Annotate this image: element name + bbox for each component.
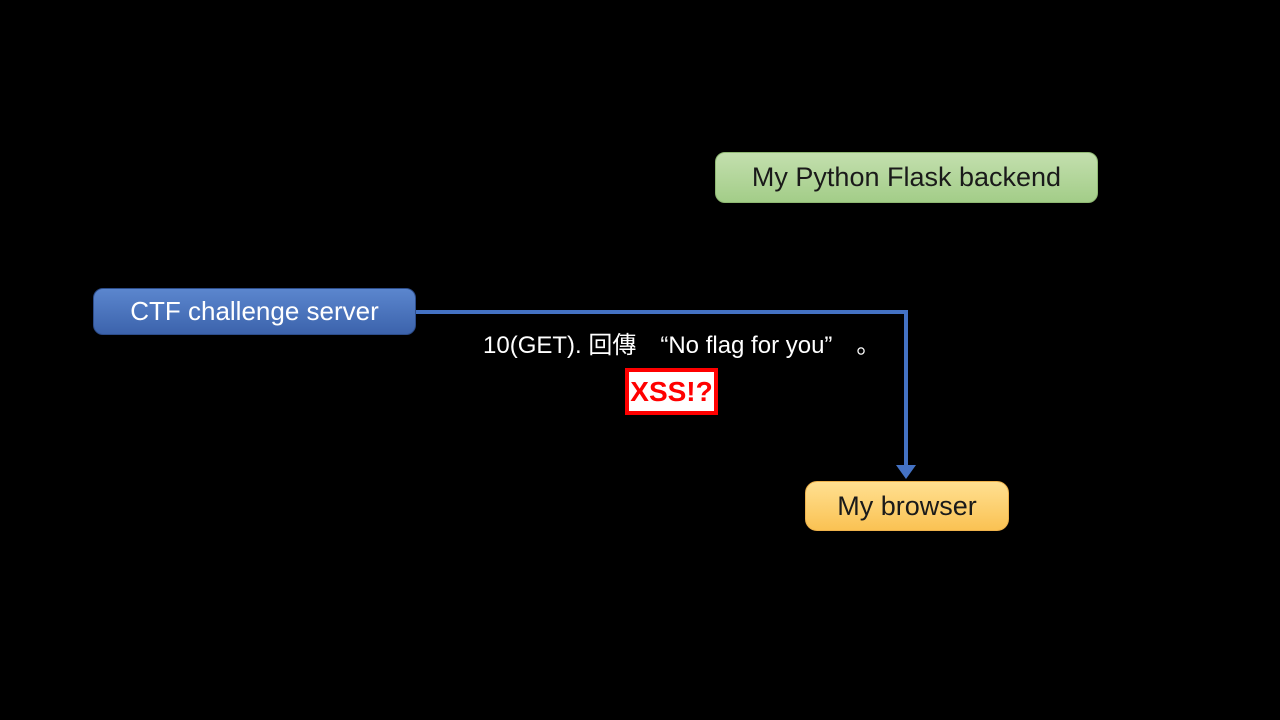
- flow-annotation-text: 10(GET). 回傳 “No flag for you” 。: [483, 332, 881, 359]
- node-ctf-server: CTF challenge server: [93, 288, 416, 335]
- xss-badge: XSS!?: [625, 368, 718, 415]
- node-flask-backend: My Python Flask backend: [715, 152, 1098, 203]
- node-my-browser: My browser: [805, 481, 1009, 531]
- connector-horizontal-line: [416, 310, 908, 314]
- connector-vertical-line: [904, 310, 908, 467]
- node-flask-backend-label: My Python Flask backend: [751, 162, 1062, 192]
- node-my-browser-label: My browser: [837, 490, 977, 521]
- node-ctf-server-label: CTF challenge server: [130, 296, 379, 326]
- arrowhead-down-icon: [896, 465, 916, 479]
- xss-badge-label: XSS!?: [630, 375, 713, 407]
